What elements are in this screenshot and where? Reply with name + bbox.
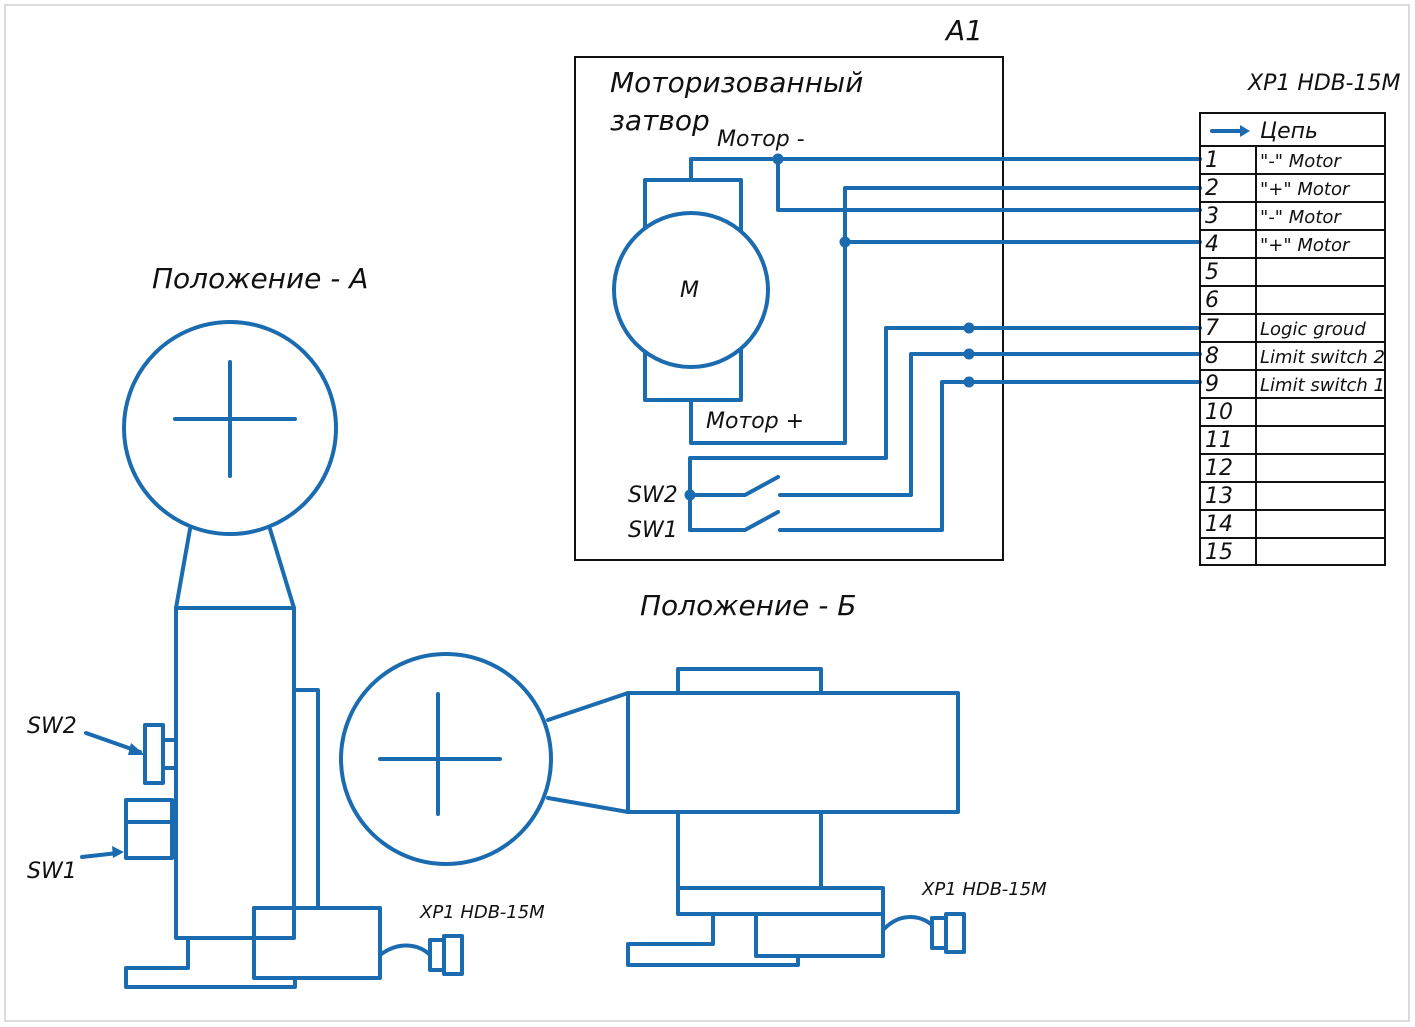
module-designator: A1 — [944, 14, 983, 47]
pin-number: 5 — [1205, 260, 1219, 285]
pin-signal: "+" Motor — [1260, 179, 1351, 200]
connector-table: 1 "-" Motor 2 "+" Motor 3 "-" Motor 4 "+" Motor… — [1199, 112, 1386, 566]
sheet-frame — [4, 4, 1410, 1022]
pin-number: 2 — [1205, 176, 1219, 201]
module-frame — [574, 56, 1004, 561]
pin-signal: "-" Motor — [1260, 151, 1342, 172]
position-a-sw1-label: SW1 — [27, 859, 77, 884]
pin-signal: "-" Motor — [1260, 207, 1342, 228]
position-b-label: Положение - Б — [640, 589, 857, 622]
motor-symbol: M — [612, 178, 770, 402]
switch-wiring — [684, 322, 1202, 532]
position-a-sw2-label: SW2 — [27, 714, 77, 739]
pin-number: 15 — [1205, 540, 1233, 565]
pin-number: 7 — [1205, 316, 1219, 341]
position-b-drawing — [339, 652, 966, 967]
motor-letter: M — [680, 278, 699, 303]
pin-signal: Limit switch 1 — [1260, 375, 1385, 396]
pin-signal: Logic groud — [1260, 319, 1366, 340]
pin-number: 8 — [1205, 344, 1219, 369]
motor-minus-label: Мотор - — [717, 127, 805, 152]
position-a-label: Положение - А — [152, 262, 368, 295]
pin-number: 9 — [1205, 372, 1219, 397]
pin-signal: "+" Motor — [1260, 235, 1351, 256]
pin-number: 3 — [1205, 204, 1219, 229]
module-sw2-label: SW2 — [628, 483, 678, 508]
module-title-line1: Моторизованный — [610, 66, 863, 99]
position-a-drawing — [80, 320, 464, 989]
pin-number: 11 — [1205, 428, 1233, 453]
pin-number: 1 — [1205, 148, 1219, 173]
pin-number: 6 — [1205, 288, 1219, 313]
position-b-connector-label: XP1 HDB-15M — [921, 879, 1047, 900]
connector-title: XP1 HDB-15M — [1247, 71, 1400, 96]
motor-plus-label: Мотор + — [706, 409, 804, 434]
module-sw1-label: SW1 — [628, 518, 678, 543]
pin-number: 13 — [1205, 484, 1233, 509]
pin-number: 10 — [1205, 400, 1233, 425]
pin-signal: Limit switch 2 — [1260, 347, 1385, 368]
pin-number: 14 — [1205, 512, 1233, 537]
connector-header-label: Цепь — [1260, 119, 1318, 144]
motor-wiring — [689, 153, 1202, 445]
pin-number: 4 — [1205, 232, 1219, 257]
module-title-line2: затвор — [610, 104, 710, 137]
position-a-connector-label: XP1 HDB-15M — [419, 902, 545, 923]
pin-number: 12 — [1205, 456, 1233, 481]
